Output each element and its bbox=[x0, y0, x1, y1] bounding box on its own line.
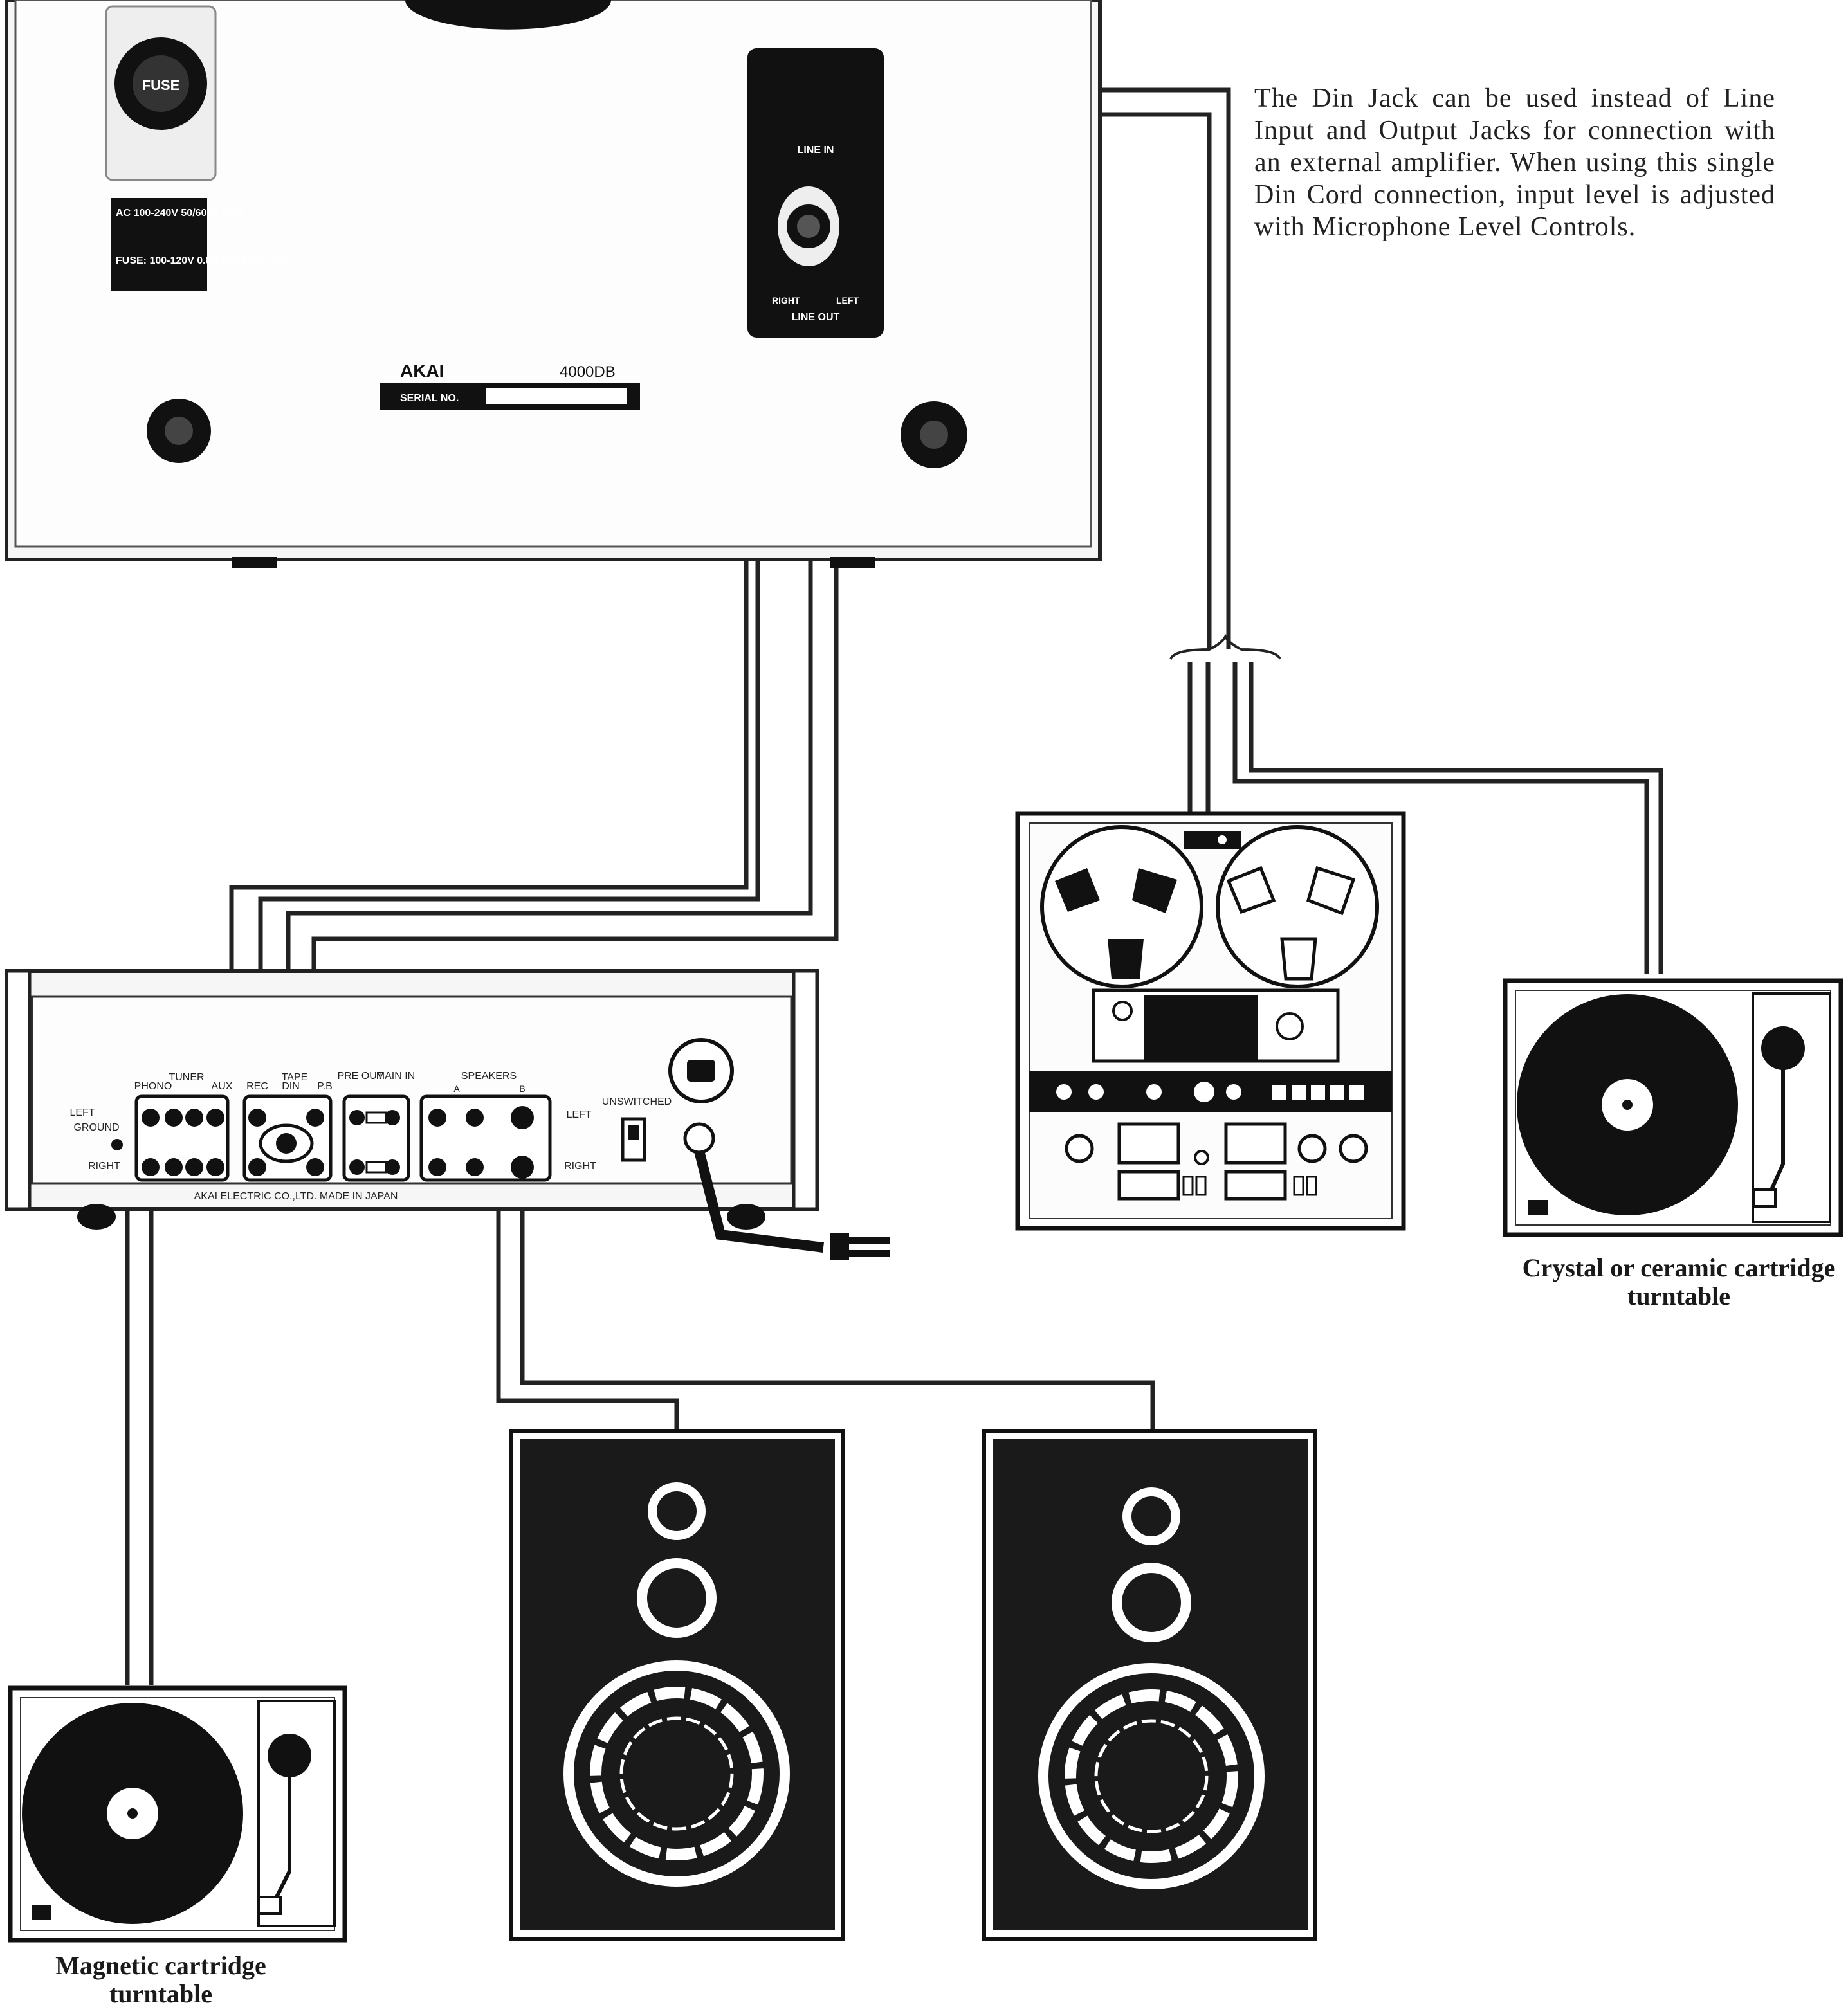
reel-left bbox=[1040, 825, 1203, 988]
unswitched-label: UNSWITCHED bbox=[602, 1096, 672, 1107]
amplifier-rear: TUNER PHONO AUX TAPE REC DIN P.B PRE OUT… bbox=[5, 969, 890, 1260]
tuner-label: TUNER bbox=[169, 1072, 204, 1083]
line-out-label: LINE OUT bbox=[792, 312, 840, 323]
speaker-left bbox=[509, 1429, 845, 1941]
power-cord bbox=[694, 1150, 824, 1253]
speaker-right bbox=[982, 1429, 1317, 1941]
fuse-rating-label: FUSE: 100-120V 0.8A 200-240V 0.4A bbox=[116, 255, 291, 266]
woofer bbox=[1038, 1663, 1265, 1889]
tweeter bbox=[648, 1482, 706, 1540]
left-out-label: LEFT bbox=[566, 1109, 591, 1120]
pre-out-label: PRE OUT bbox=[337, 1071, 383, 1082]
cable-to-speaker-right bbox=[520, 1167, 1155, 1429]
speakers-a-label: A bbox=[453, 1084, 460, 1094]
left-label: LEFT bbox=[69, 1107, 95, 1118]
midrange bbox=[637, 1558, 717, 1638]
reel-silhouette bbox=[405, 0, 611, 30]
magnetic-turntable-caption: Magnetic cartridge turntable bbox=[55, 1951, 266, 2008]
cable-to-crystal-turntable-b bbox=[1249, 662, 1663, 974]
right-out-label: RIGHT bbox=[564, 1161, 596, 1172]
cable-to-speaker-left bbox=[496, 1167, 679, 1429]
midrange bbox=[1112, 1563, 1191, 1642]
jack-right-label: RIGHT bbox=[772, 295, 800, 305]
aux-label: AUX bbox=[212, 1081, 233, 1092]
cable-line-out-a bbox=[229, 334, 749, 1022]
tape-deck-rear: FUSE AC 100-240V 50/60Hz 35W FUSE: 100-1… bbox=[5, 0, 1102, 568]
pb-label: P.B bbox=[317, 1081, 333, 1092]
crystal-turntable bbox=[1503, 978, 1843, 1237]
model-label: 4000DB bbox=[560, 363, 616, 381]
crystal-turntable-caption: Crystal or ceramic cartridge turntable bbox=[1522, 1253, 1836, 1311]
fuse-label: FUSE bbox=[142, 77, 180, 93]
line-in-label: LINE IN bbox=[798, 145, 834, 156]
phono-label: PHONO bbox=[134, 1081, 172, 1092]
reel-right bbox=[1216, 825, 1379, 988]
switch bbox=[621, 1117, 646, 1162]
power-rating-label: AC 100-240V 50/60Hz 35W bbox=[116, 208, 244, 219]
brand-label: AKAI bbox=[400, 361, 444, 381]
tape-deck-front bbox=[1015, 811, 1406, 1231]
cable-line-out-b bbox=[258, 334, 760, 1022]
ground-terminal bbox=[111, 1139, 123, 1150]
din-label: DIN bbox=[282, 1081, 300, 1092]
right-label: RIGHT bbox=[88, 1161, 120, 1172]
speakers-label: SPEAKERS bbox=[461, 1071, 517, 1082]
speakers-b-label: B bbox=[519, 1084, 525, 1094]
cable-to-crystal-turntable-a bbox=[1232, 662, 1649, 974]
cable-line-in-a bbox=[286, 334, 813, 1022]
maker-label: AKAI ELECTRIC CO.,LTD. MADE IN JAPAN bbox=[194, 1191, 398, 1202]
ground-label: GROUND bbox=[73, 1122, 119, 1133]
jack-left-label: LEFT bbox=[836, 295, 859, 305]
serial-label: SERIAL NO. bbox=[400, 393, 459, 404]
main-in-label: MAIN IN bbox=[376, 1071, 415, 1082]
tweeter bbox=[1122, 1487, 1180, 1545]
brace bbox=[1169, 633, 1281, 660]
woofer bbox=[563, 1660, 790, 1887]
din-jack-note: The Din Jack can be used instead of Line… bbox=[1254, 84, 1775, 242]
tape-label: TAPE bbox=[282, 1072, 308, 1083]
rec-label: REC bbox=[246, 1081, 268, 1092]
magnetic-turntable bbox=[8, 1685, 347, 1943]
rating-plate bbox=[111, 198, 207, 291]
